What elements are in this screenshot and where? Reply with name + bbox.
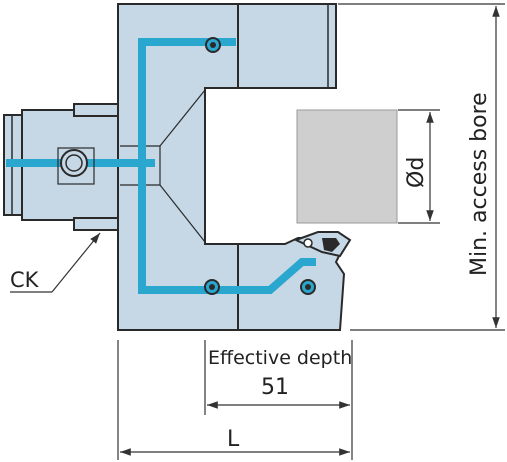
shank-port-icon	[60, 149, 88, 177]
ck-leader	[10, 232, 101, 293]
length-label: L	[227, 427, 240, 452]
extension-lines	[117, 340, 353, 460]
ck-label: CK	[10, 268, 40, 292]
diameter-dimension	[398, 109, 440, 224]
effective-depth-label: Effective depth	[208, 347, 352, 369]
cutting-insert	[293, 231, 352, 258]
diameter-label: Ød	[404, 157, 429, 188]
upper-arm-block	[237, 3, 337, 89]
workpiece-block	[296, 109, 398, 224]
effective-depth-value: 51	[261, 375, 289, 400]
access-bore-label: Min. access bore	[467, 92, 492, 276]
insert-holder	[237, 237, 346, 331]
access-bore-dimension	[338, 3, 505, 331]
screw-ports	[57, 37, 316, 295]
